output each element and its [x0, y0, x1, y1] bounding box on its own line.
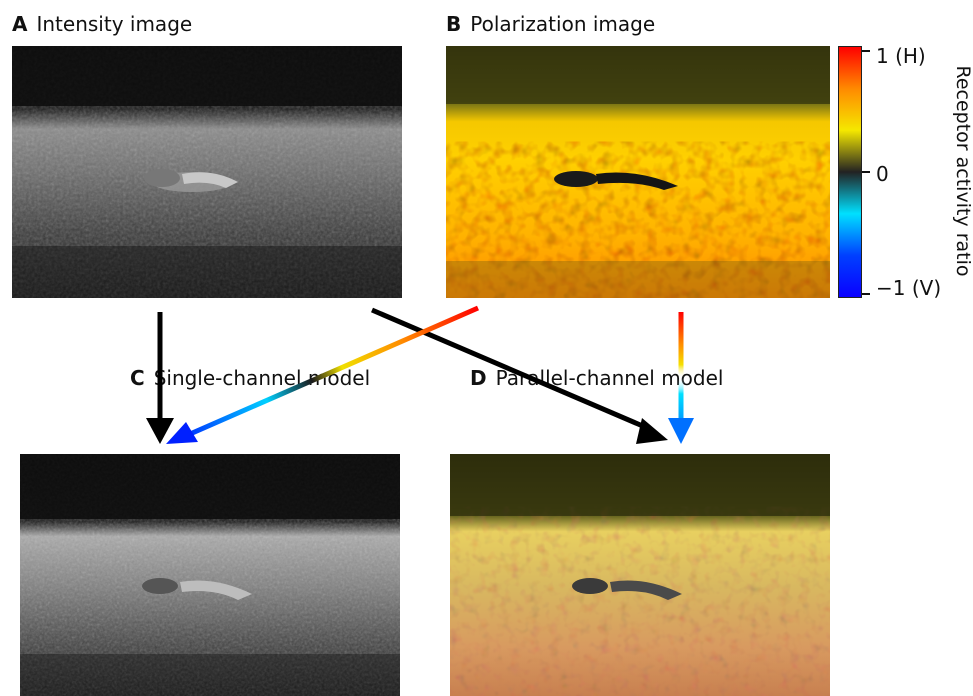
polarization-image	[446, 46, 830, 298]
arrow-b-to-c	[188, 305, 480, 437]
colorbar-min-label: −1 (V)	[876, 276, 942, 300]
colorbar-max-label: 1 (H)	[876, 44, 926, 68]
arrow-a-to-d-head	[636, 418, 668, 444]
colorbar-tick-mid	[862, 171, 870, 173]
panel-d-letter: D	[470, 366, 487, 390]
arrow-b-to-d-head	[668, 418, 694, 444]
panel-b-title: Polarization image	[470, 12, 656, 36]
parallel-channel-output-image	[450, 454, 830, 696]
panel-b-letter: B	[446, 12, 462, 36]
single-channel-output-image	[20, 454, 400, 696]
panel-a-label: A Intensity image	[12, 12, 192, 36]
panel-b-label: B Polarization image	[446, 12, 655, 36]
colorbar-tick-max	[862, 50, 870, 52]
colorbar-tick-min	[862, 293, 870, 295]
panel-c-letter: C	[130, 366, 145, 390]
intensity-image	[12, 46, 402, 298]
arrow-b-to-c-head	[166, 422, 198, 444]
panel-a-title: Intensity image	[36, 12, 193, 36]
arrow-a-to-d	[371, 307, 653, 433]
arrow-a-to-c-head	[146, 418, 174, 444]
colorbar	[838, 46, 862, 298]
panel-a-letter: A	[12, 12, 28, 36]
colorbar-mid-label: 0	[876, 162, 889, 186]
